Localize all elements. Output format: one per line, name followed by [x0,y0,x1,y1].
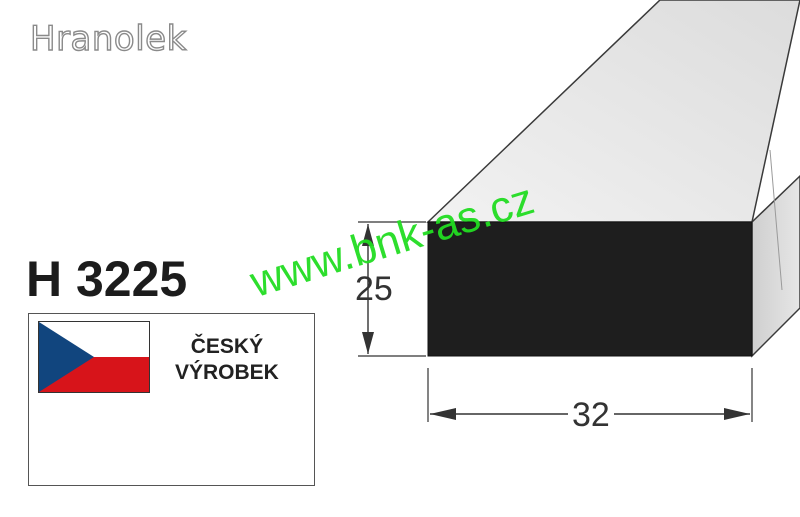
origin-text: ČESKÝ VÝROBEK [175,334,279,386]
height-dimension-label: 25 [355,270,393,308]
origin-badge: ČESKÝ VÝROBEK [28,313,315,486]
origin-line-2: VÝROBEK [175,361,279,384]
width-arrow-right [724,408,750,420]
product-category-label: Hranolek [29,19,187,59]
height-arrow-top [362,224,374,246]
width-dimension-label: 32 [568,398,614,432]
product-code: H 3225 [26,251,188,307]
profile-edge-line [769,149,783,291]
flag-blue-triangle [39,322,94,392]
profile-front-face [427,221,753,357]
origin-line-1: ČESKÝ [190,335,264,358]
profile-side-face [751,174,800,358]
width-arrow-left [430,408,456,420]
height-arrow-bottom [362,332,374,354]
czech-flag-icon [38,321,150,393]
